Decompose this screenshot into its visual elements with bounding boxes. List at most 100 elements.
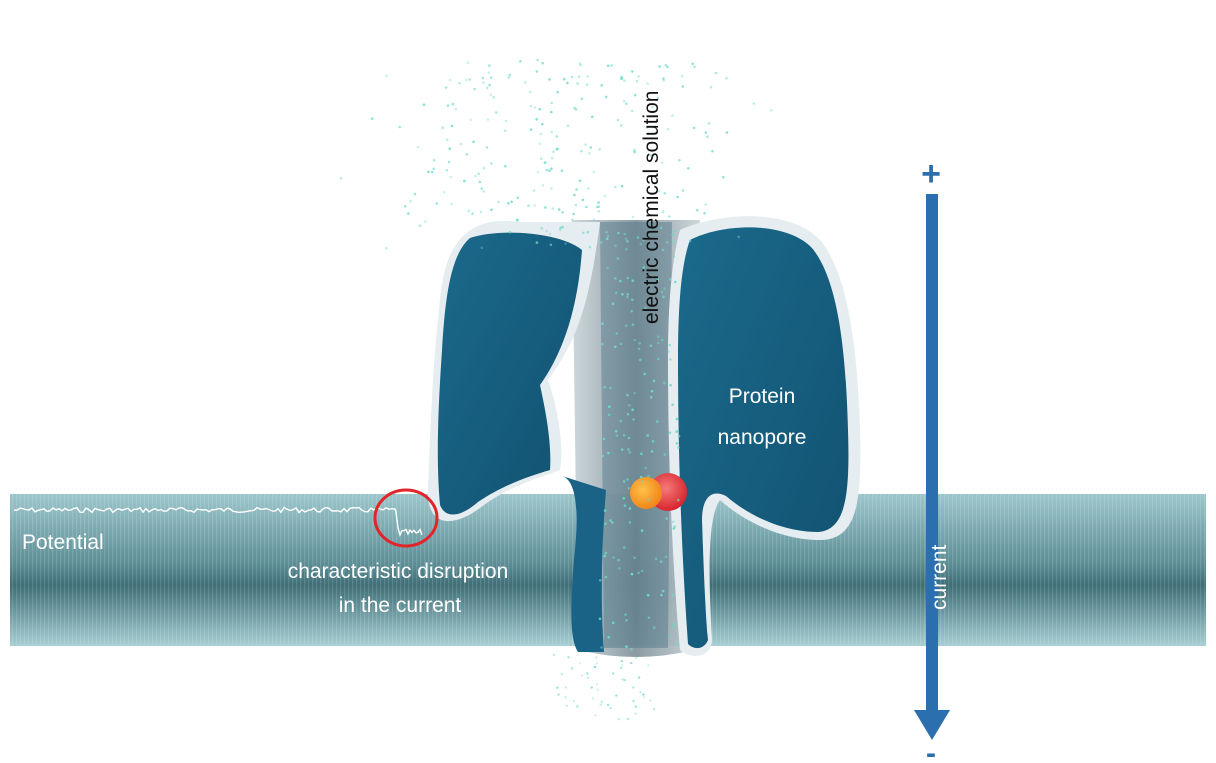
particle-dot [486,146,489,149]
particle-dot [545,230,548,233]
particle-dot [423,103,426,106]
particle-dot [564,696,566,698]
particle-dot [646,82,649,85]
particle-dot [647,664,649,666]
particle-dot [591,686,593,688]
particle-dot [448,147,451,150]
particle-dot [647,475,650,478]
particle-dot [385,74,388,77]
particle-dot [483,167,486,170]
particle-dot [662,590,665,593]
particle-dot [487,118,490,121]
particle-dot [770,109,773,112]
particle-dot [628,437,631,440]
particle-dot [480,211,483,214]
particle-dot [556,687,558,689]
particle-dot [666,517,669,520]
particle-dot [668,215,671,218]
particle-dot [621,293,624,296]
particle-dot [580,150,583,153]
particle-dot [601,455,604,458]
particle-dot [621,185,624,188]
particle-dot [636,80,639,83]
particle-dot [450,176,453,179]
particle-dot [544,161,547,164]
particle-dot [600,703,602,705]
particle-dot [675,644,678,647]
particle-dot [508,76,511,79]
particle-dot [564,242,567,245]
particle-dot [488,71,491,74]
particle-dot [591,116,594,119]
particle-dot [682,85,685,88]
label-protein-line1: Protein [729,385,796,408]
particle-dot [676,442,679,445]
label-disruption-line2: in the current [339,594,462,617]
particle-dot [630,662,632,664]
particle-dot [427,171,430,174]
particle-dot [623,497,626,500]
particle-dot [544,206,547,209]
particle-dot [597,689,599,691]
particle-dot [556,91,559,94]
particle-dot [504,165,507,168]
particle-dot [604,509,607,512]
particle-dot [536,70,539,73]
particle-dot [722,176,725,179]
particle-dot [693,127,696,130]
particle-dot [566,82,569,85]
particle-dot [620,343,623,346]
particle-dot [553,654,555,656]
particle-dot [432,168,435,171]
particle-dot [658,65,661,68]
particle-dot [541,123,544,126]
particle-dot [632,279,635,282]
particle-dot [615,694,617,696]
particle-dot [597,201,600,204]
particle-dot [598,205,601,208]
particle-dot [594,714,596,716]
particle-dot [450,203,453,206]
particle-dot [620,667,622,669]
particle-dot [414,193,417,196]
particle-dot [669,358,672,361]
particle-dot [623,480,626,483]
particle-dot [566,705,568,707]
particle-dot [623,546,626,549]
particle-dot [538,143,541,146]
particle-dot [551,157,554,160]
particle-dot [612,622,615,625]
particle-dot [474,175,477,178]
particle-dot [627,448,630,451]
particle-dot [596,662,598,664]
particle-dot [586,672,588,674]
particle-dot [404,205,407,208]
particle-dot [619,280,622,283]
particle-dot [550,111,553,114]
particle-dot [482,81,485,84]
particle-dot [467,61,470,64]
particle-dot [604,195,607,198]
particle-dot [584,143,587,146]
particle-dot [673,255,676,258]
particle-dot [656,420,659,423]
particle-dot [488,84,491,87]
particle-dot [545,169,548,172]
particle-dot [643,373,646,376]
particle-dot [676,196,679,199]
particle-dot [490,208,493,211]
particle-dot [455,108,458,111]
particle-dot [488,64,491,67]
particle-dot [473,88,476,91]
particle-dot [626,296,629,299]
particle-dot [576,705,578,707]
particle-dot [677,430,680,433]
particle-dot [486,87,489,90]
particle-dot [630,310,633,313]
particle-dot [447,104,450,107]
particle-dot [529,91,532,94]
particle-dot [629,451,632,454]
particle-dot [638,676,640,678]
particle-dot [579,662,581,664]
label-current: current [928,544,951,610]
